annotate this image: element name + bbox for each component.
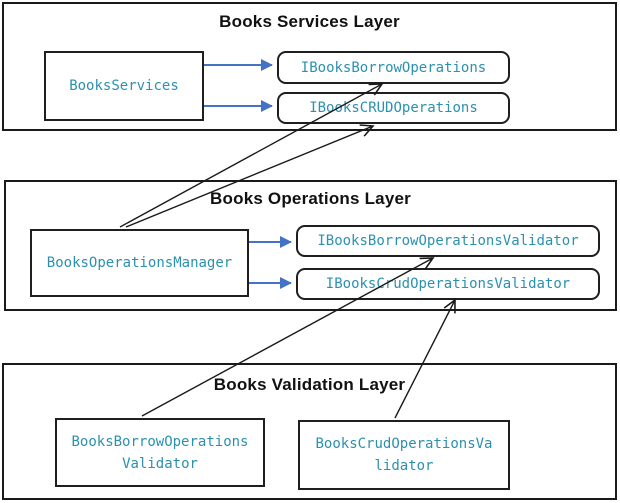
node-books-crud-operations-validator: BooksCrudOperationsVa lidator: [298, 420, 510, 490]
layer-services-title: Books Services Layer: [219, 12, 400, 31]
layer-validation: Books Validation Layer BooksBorrowOperat…: [2, 363, 617, 500]
node-books-crud-operations-validator-line1: BooksCrudOperationsVa: [315, 436, 493, 452]
node-books-services-label: BooksServices: [69, 78, 179, 94]
node-ibooks-crud-operations-validator-label: IBooksCrudOperationsValidator: [325, 276, 571, 292]
node-ibooks-crud-operations: IBooksCRUDOperations: [277, 92, 510, 124]
node-books-borrow-operations-validator-line2: Validator: [122, 455, 198, 472]
node-ibooks-borrow-operations-validator-label: IBooksBorrowOperationsValidator: [317, 233, 579, 249]
node-books-crud-operations-validator-line2: lidator: [374, 458, 434, 474]
node-books-borrow-operations-validator-line1: BooksBorrowOperations: [71, 433, 249, 450]
layer-validation-title: Books Validation Layer: [213, 375, 406, 394]
node-books-operations-manager-label: BooksOperationsManager: [46, 255, 233, 271]
node-ibooks-borrow-operations: IBooksBorrowOperations: [277, 51, 510, 84]
node-ibooks-crud-operations-validator: IBooksCrudOperationsValidator: [296, 268, 600, 300]
layer-operations: Books Operations Layer BooksOperationsMa…: [4, 180, 617, 311]
node-books-operations-manager: BooksOperationsManager: [30, 229, 249, 297]
node-ibooks-borrow-operations-validator: IBooksBorrowOperationsValidator: [296, 225, 600, 257]
layer-services: Books Services Layer BooksServices IBook…: [2, 2, 617, 131]
node-books-services: BooksServices: [44, 51, 204, 121]
node-ibooks-crud-operations-label: IBooksCRUDOperations: [309, 100, 478, 116]
node-ibooks-borrow-operations-label: IBooksBorrowOperations: [300, 59, 487, 76]
layer-operations-title: Books Operations Layer: [210, 189, 411, 208]
node-books-borrow-operations-validator: BooksBorrowOperations Validator: [55, 418, 265, 487]
